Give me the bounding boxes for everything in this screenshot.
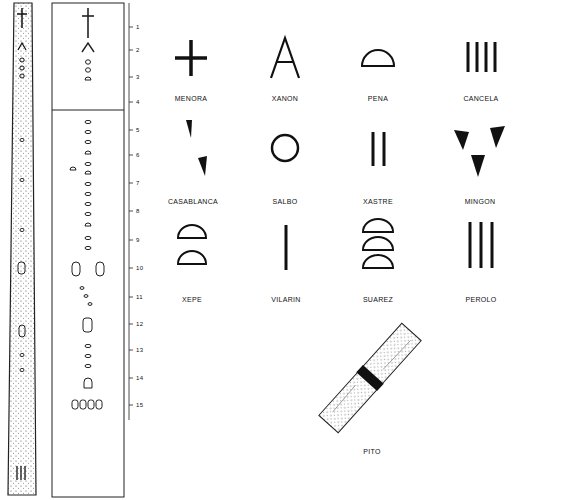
mark-name: MINGON — [465, 198, 496, 205]
mark-name: CASABLANCA — [168, 198, 218, 205]
pito-drawing — [318, 323, 422, 434]
scale-number: 10 — [136, 265, 143, 271]
scale-tick — [129, 350, 133, 351]
scale-number: 3 — [136, 74, 140, 80]
scale-number: 2 — [136, 47, 140, 53]
scale-tick — [129, 240, 133, 241]
mark-name: XEPE — [182, 296, 202, 303]
mark-name: SUAREZ — [363, 296, 393, 303]
scale-tick — [129, 405, 133, 406]
scale-tick — [129, 130, 133, 131]
scale-tick — [129, 324, 133, 325]
scale-tick — [129, 211, 133, 212]
mark-name: MENORA — [175, 95, 208, 102]
scale-number: 11 — [136, 294, 143, 300]
scale-number: 4 — [136, 99, 140, 105]
mark-name: PENA — [368, 95, 388, 102]
mark-name: PEROLO — [466, 296, 497, 303]
scale-ruler — [129, 3, 133, 420]
scale-tick — [129, 77, 133, 78]
scale-number: 12 — [136, 321, 143, 327]
scale-tick — [129, 102, 133, 103]
mark-name: CANCELA — [463, 95, 498, 102]
scale-tick — [129, 27, 133, 28]
stick-layout — [52, 3, 124, 497]
scale-tick — [129, 378, 133, 379]
scale-number: 6 — [136, 152, 140, 158]
scale-number: 7 — [136, 180, 140, 186]
scale-number: 14 — [136, 375, 143, 381]
mark-name: SALBO — [273, 198, 298, 205]
scale-number: 5 — [136, 127, 140, 133]
scale-tick — [129, 297, 133, 298]
stick-drawing — [8, 3, 36, 495]
scale-number: 8 — [136, 208, 140, 214]
scale-tick — [129, 183, 133, 184]
mark-name: PITO — [363, 448, 380, 455]
scale-number: 9 — [136, 237, 140, 243]
mark-name: XANON — [272, 95, 298, 102]
scale-number: 13 — [136, 347, 143, 353]
owner-marks — [175, 38, 505, 270]
scale-number: 15 — [136, 402, 143, 408]
scale-tick — [129, 155, 133, 156]
mark-name: XASTRE — [363, 198, 393, 205]
mark-name: VILARIN — [271, 296, 300, 303]
scale-tick — [129, 50, 133, 51]
scale-tick — [129, 268, 133, 269]
scale-number: 1 — [136, 24, 140, 30]
